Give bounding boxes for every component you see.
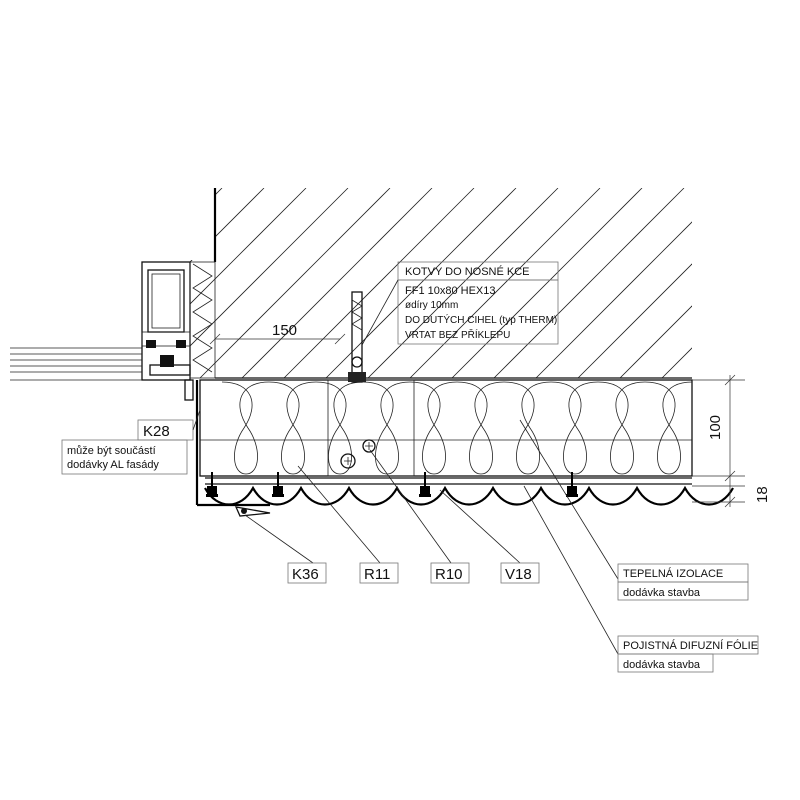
anchor-title: KOTVY DO NOSNÉ KCE	[405, 265, 530, 278]
bolt	[206, 472, 218, 497]
k28-callout: K28 může být součástí dodávky AL fasády	[61, 409, 201, 475]
insulation-loop	[221, 381, 270, 475]
hatch-line	[367, 188, 559, 378]
hatch-line	[788, 188, 800, 378]
anchor-callout: KOTVY DO NOSNÉ KCE FF1 10x80 HEX13 ødíry…	[361, 261, 559, 346]
insulation-loop	[503, 381, 552, 475]
hatch-line	[190, 188, 265, 378]
bolt	[272, 472, 284, 497]
bolt	[566, 472, 578, 497]
insulation-loop	[268, 381, 317, 475]
hatch-line	[409, 188, 601, 378]
label-foil: POJISTNÁ DIFUZNÍ FÓLIE	[623, 639, 758, 652]
label-insulation-supply: dodávka stavba	[623, 587, 701, 599]
hatch-line	[535, 188, 692, 378]
insulation-loop	[456, 381, 505, 475]
hatch-line	[190, 188, 349, 378]
k28-note-1: může být součástí	[67, 445, 156, 457]
insulation-loops	[221, 381, 693, 475]
dim-100: 100	[707, 415, 724, 440]
insulation-loop	[362, 381, 411, 475]
cladding-system	[195, 380, 734, 517]
insulation-loop	[644, 381, 693, 475]
k28-note-2: dodávky AL fasády	[67, 459, 159, 471]
hatch-line	[493, 188, 685, 378]
dim-150: 150	[272, 322, 297, 339]
label-v18: V18	[505, 566, 532, 583]
hatch-line	[619, 188, 692, 378]
hatch-line	[325, 188, 517, 378]
insulation-loop	[315, 381, 364, 475]
cladding-bolts	[206, 472, 578, 497]
masonry-wall	[0, 188, 800, 379]
hatch-line	[283, 188, 475, 378]
label-r11: R11	[364, 566, 390, 583]
label-k36: K36	[292, 566, 319, 583]
label-r10: R10	[435, 566, 463, 583]
hatch-line	[661, 188, 692, 378]
hatch-line	[577, 188, 692, 378]
wall-anchor	[348, 291, 366, 383]
dimensions: 150 100 18	[209, 322, 771, 508]
window-frame	[10, 261, 216, 401]
hatch-line	[746, 188, 800, 378]
hatch-line	[241, 188, 433, 378]
hatch-line	[190, 188, 307, 378]
label-insulation: TEPELNÁ IZOLACE	[623, 567, 723, 580]
insulation-loop	[409, 381, 458, 475]
thermal-insulation	[199, 379, 693, 477]
fixing-screws	[340, 439, 376, 469]
anchor-line-4: VRTAT BEZ PŘÍKLEPU	[405, 328, 510, 341]
bottom-callouts: K36 R11 R10 V18 TEPELNÁ IZOLACE dodávka …	[244, 419, 759, 673]
dim-18: 18	[754, 486, 771, 503]
hatch-line	[190, 188, 223, 378]
anchor-line-1: FF1 10x80 HEX13	[405, 285, 496, 297]
hatch-line	[199, 188, 391, 378]
label-foil-supply: dodávka stavba	[623, 659, 701, 671]
anchor-line-2: ødíry 10mm	[405, 300, 458, 311]
wall-hatching	[0, 188, 800, 378]
hatch-line	[0, 188, 180, 378]
insulation-loop	[550, 381, 599, 475]
hatch-line	[704, 188, 800, 378]
insulation-loop	[597, 381, 646, 475]
hatch-line	[451, 188, 643, 378]
label-k28: K28	[143, 423, 170, 440]
bolt	[419, 472, 431, 497]
anchor-line-3: DO DUTÝCH CIHEL (typ THERM)	[405, 313, 557, 326]
